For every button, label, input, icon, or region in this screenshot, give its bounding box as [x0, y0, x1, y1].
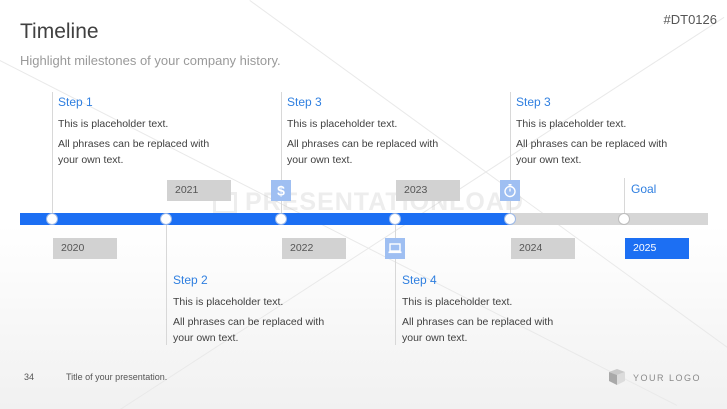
year-2024: 2024 [511, 238, 575, 259]
slide-title: Timeline [20, 20, 99, 43]
footer-title: Title of your presentation. [66, 372, 168, 382]
milestone-dot [276, 214, 286, 224]
year-2021: 2021 [167, 180, 231, 201]
year-2022: 2022 [282, 238, 346, 259]
connector-line [624, 178, 625, 218]
step-1-text-1: This is placeholder text. [58, 118, 169, 130]
milestone-dot [505, 214, 515, 224]
connector-line [510, 92, 511, 218]
connector-line [281, 92, 282, 218]
laptop-icon [388, 243, 402, 254]
watermark: PRESENTATIONLOAD [213, 188, 524, 217]
step-1-title: Step 1 [58, 95, 93, 109]
goal-label: Goal [631, 182, 657, 196]
dollar-icon-box: $ [271, 180, 291, 201]
page-number: 34 [24, 372, 35, 382]
connector-line [52, 92, 53, 218]
step-3a-text-1: This is placeholder text. [287, 118, 398, 130]
year-2020: 2020 [53, 238, 117, 259]
step-2-title: Step 2 [173, 273, 208, 287]
step-3b-text-1: This is placeholder text. [516, 118, 627, 130]
year-2023: 2023 [396, 180, 460, 201]
stopwatch-icon [504, 184, 516, 198]
step-3a-title: Step 3 [287, 95, 322, 109]
year-2025: 2025 [625, 238, 689, 259]
step-4-title: Step 4 [402, 273, 437, 287]
logo-text: YOUR LOGO [633, 373, 702, 383]
milestone-dot-goal [619, 214, 629, 224]
milestone-dot [390, 214, 400, 224]
timeline-track-completed [20, 213, 510, 225]
step-4-text-2: All phrases can be replaced with your ow… [402, 316, 554, 344]
milestone-dot [161, 214, 171, 224]
step-3b-text-2: All phrases can be replaced with your ow… [516, 138, 668, 166]
svg-text:$: $ [277, 183, 285, 199]
watermark-text: PRESENTATIONLOAD [245, 188, 524, 216]
timeline-track-remaining [510, 213, 708, 225]
connector-line [395, 219, 396, 345]
step-2-text-1: This is placeholder text. [173, 296, 284, 308]
slide-code: #DT0126 [663, 12, 717, 27]
dollar-icon: $ [277, 183, 285, 199]
step-3b-title: Step 3 [516, 95, 551, 109]
step-3a-text-2: All phrases can be replaced with your ow… [287, 138, 439, 166]
connector-line [166, 219, 167, 345]
logo-icon [609, 369, 625, 385]
stopwatch-icon-box [500, 180, 520, 201]
milestone-dot [47, 214, 57, 224]
laptop-icon-box [385, 238, 405, 259]
step-2-text-2: All phrases can be replaced with your ow… [173, 316, 325, 344]
slide-subtitle: Highlight milestones of your company his… [20, 53, 281, 68]
step-1-text-2: All phrases can be replaced with your ow… [58, 138, 210, 166]
step-4-text-1: This is placeholder text. [402, 296, 513, 308]
